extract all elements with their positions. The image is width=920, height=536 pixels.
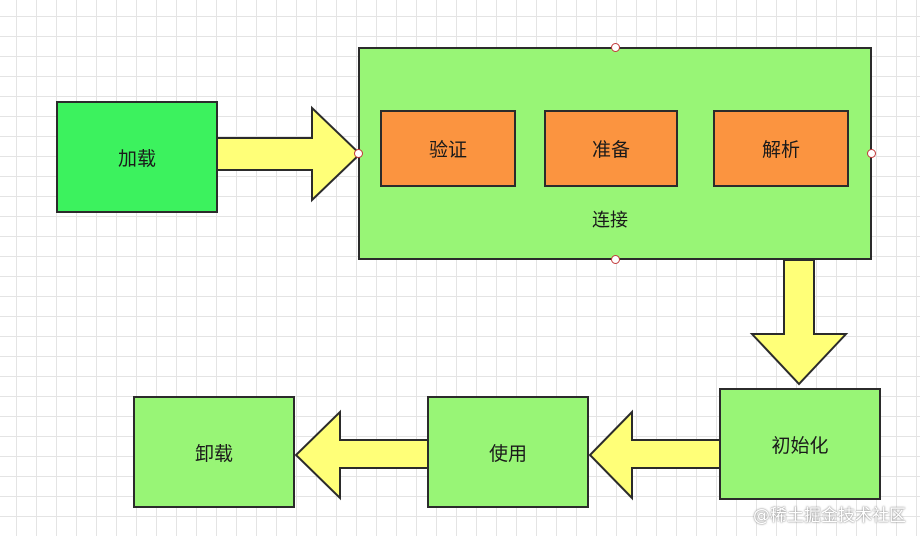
node-use[interactable]: 使用 [427, 396, 589, 508]
node-load-label: 加载 [117, 147, 156, 170]
arrow-init-to-use [588, 409, 721, 501]
selection-handle-top[interactable] [611, 43, 620, 52]
node-resolve[interactable]: 解析 [713, 110, 849, 187]
arrow-use-to-unload [294, 409, 429, 501]
watermark: @稀土掘金技术社区 [753, 506, 906, 526]
node-unload-label: 卸载 [194, 442, 233, 465]
node-verify-label: 验证 [428, 139, 467, 161]
node-use-label: 使用 [488, 442, 527, 465]
selection-handle-left[interactable] [354, 149, 363, 158]
node-init-label: 初始化 [771, 434, 829, 457]
arrow-load-to-link [215, 105, 362, 203]
node-prepare[interactable]: 准备 [544, 110, 678, 187]
selection-handle-bottom[interactable] [611, 255, 620, 264]
selection-handle-right[interactable] [867, 149, 876, 158]
node-prepare-label: 准备 [591, 139, 630, 161]
arrow-link-to-init [749, 259, 849, 386]
node-unload[interactable]: 卸载 [133, 396, 295, 508]
node-load[interactable]: 加载 [56, 101, 218, 213]
group-link-label: 连接 [592, 210, 628, 231]
node-verify[interactable]: 验证 [380, 110, 516, 187]
node-resolve-label: 解析 [761, 139, 800, 161]
node-init[interactable]: 初始化 [719, 388, 881, 500]
